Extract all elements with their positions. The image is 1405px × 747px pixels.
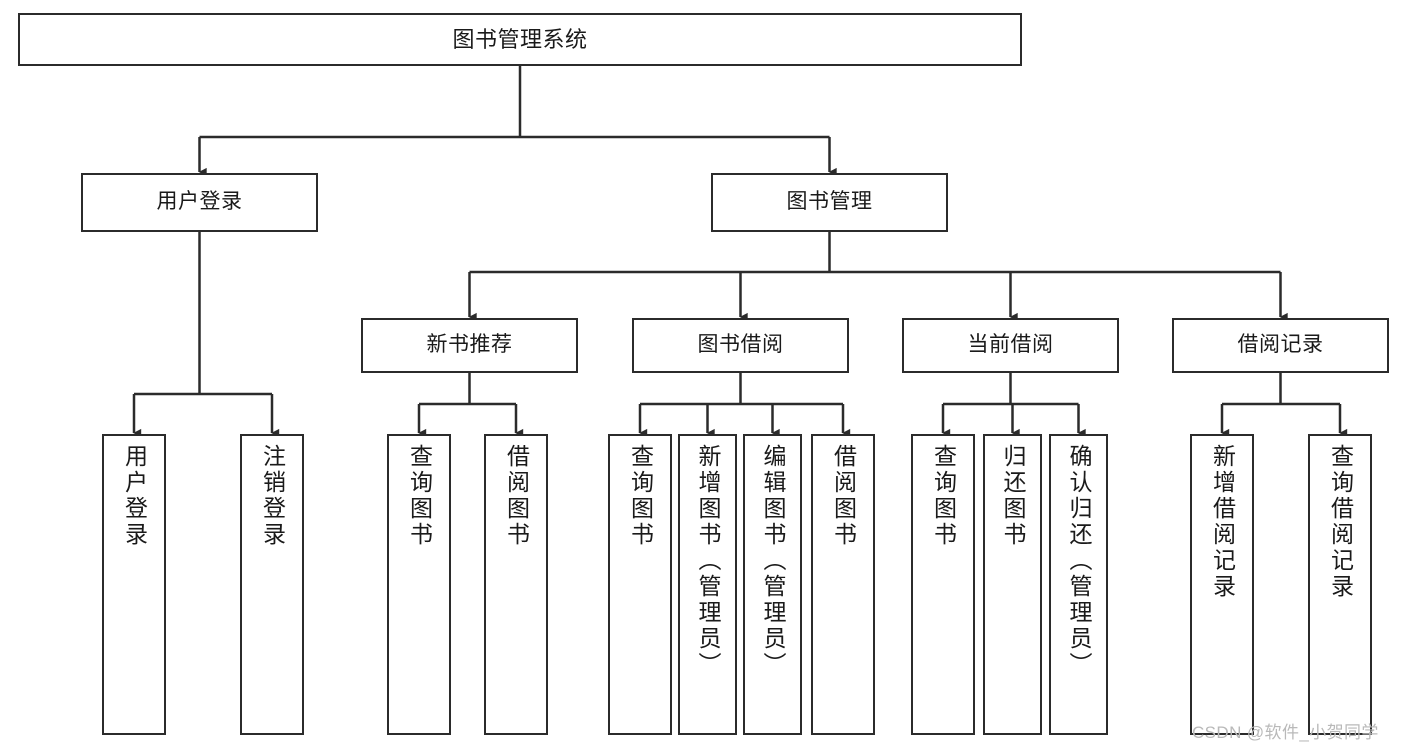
node-leaf-borrow-2[interactable]: 借阅图书 xyxy=(811,434,875,735)
node-label: 用户登录 xyxy=(121,444,148,548)
node-leaf-logout[interactable]: 注销登录 xyxy=(240,434,304,735)
node-user-login[interactable]: 用户登录 xyxy=(81,173,318,232)
watermark: CSDN @软件_小贺同学 xyxy=(1192,723,1379,742)
node-leaf-add-book[interactable]: 新增图书（管理员） xyxy=(678,434,737,735)
node-leaf-borrow-1[interactable]: 借阅图书 xyxy=(484,434,548,735)
node-label: 当前借阅 xyxy=(967,333,1054,357)
node-leaf-return[interactable]: 归还图书 xyxy=(983,434,1042,735)
node-label: 用户登录 xyxy=(156,190,243,214)
node-leaf-query-1[interactable]: 查询图书 xyxy=(387,434,451,735)
node-leaf-query-3[interactable]: 查询图书 xyxy=(911,434,975,735)
node-label: 确认归还（管理员） xyxy=(1066,444,1092,678)
node-book-borrow[interactable]: 图书借阅 xyxy=(632,318,849,373)
node-label: 图书借阅 xyxy=(697,333,784,357)
node-leaf-add-record[interactable]: 新增借阅记录 xyxy=(1190,434,1254,735)
node-label: 归还图书 xyxy=(1000,444,1026,548)
node-leaf-user-login[interactable]: 用户登录 xyxy=(102,434,166,735)
node-label: 查询图书 xyxy=(627,444,654,548)
node-label: 新增借阅记录 xyxy=(1209,444,1236,600)
tree-connectors xyxy=(132,66,1348,438)
node-label: 图书管理 xyxy=(786,190,873,214)
node-root[interactable]: 图书管理系统 xyxy=(18,13,1022,66)
node-label: 借阅记录 xyxy=(1237,333,1324,357)
node-current-borrow[interactable]: 当前借阅 xyxy=(902,318,1119,373)
node-label: 图书管理系统 xyxy=(452,26,588,52)
node-label: 查询借阅记录 xyxy=(1327,444,1354,600)
node-label: 注销登录 xyxy=(259,444,286,548)
node-leaf-query-2[interactable]: 查询图书 xyxy=(608,434,672,735)
node-label: 查询图书 xyxy=(930,444,957,548)
node-new-book-rec[interactable]: 新书推荐 xyxy=(361,318,578,373)
node-label: 借阅图书 xyxy=(830,444,857,548)
node-leaf-query-rec[interactable]: 查询借阅记录 xyxy=(1308,434,1372,735)
node-book-manage[interactable]: 图书管理 xyxy=(711,173,948,232)
node-label: 编辑图书（管理员） xyxy=(760,444,786,678)
node-label: 新增图书（管理员） xyxy=(695,444,721,678)
node-borrow-record[interactable]: 借阅记录 xyxy=(1172,318,1389,373)
node-label: 借阅图书 xyxy=(503,444,530,548)
node-label: 新书推荐 xyxy=(426,333,513,357)
node-leaf-edit-book[interactable]: 编辑图书（管理员） xyxy=(743,434,802,735)
node-leaf-confirm[interactable]: 确认归还（管理员） xyxy=(1049,434,1108,735)
node-label: 查询图书 xyxy=(406,444,433,548)
